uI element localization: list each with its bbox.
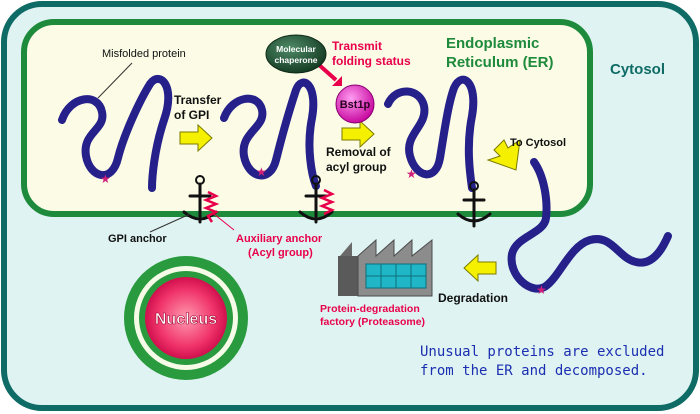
protein-chain-4 — [507, 158, 672, 293]
factory-label-line2: factory (Proteasome) — [320, 316, 425, 328]
arrow-removal — [341, 119, 375, 149]
molecular-chaperone — [265, 34, 327, 74]
bst1p-enzyme — [335, 84, 375, 124]
degradation-label: Degradation — [438, 291, 508, 305]
er-label-line1: Endoplasmic — [446, 35, 539, 52]
gpi-anchor-3 — [456, 181, 492, 228]
arrow-to-cytosol — [486, 138, 521, 171]
aux-anchor-pointer — [213, 213, 235, 231]
to-cytosol-label: To Cytosol — [510, 137, 566, 149]
transfer-label-line1: Transfer — [174, 93, 222, 107]
acyl-anchor-zigzag-1 — [202, 190, 220, 223]
er-compartment — [21, 19, 593, 217]
protein-tag-star-3: ★ — [406, 167, 417, 181]
gpi-anchor-pointer — [149, 213, 191, 233]
transmit-label-line2: folding status — [332, 54, 411, 68]
gpi-anchor-2 — [298, 175, 334, 224]
caption-line1: Unusual proteins are excluded — [420, 344, 664, 360]
nucleus-label: Nucleus — [155, 311, 217, 328]
protein-chain-2 — [220, 78, 320, 190]
arrow-transmit — [316, 62, 338, 82]
caption-line2: from the ER and decomposed. — [420, 363, 648, 379]
arrow-degradation — [463, 253, 497, 283]
transmit-label-line1: Transmit — [332, 39, 382, 53]
removal-label-line1: Removal of — [326, 145, 392, 159]
chaperone-label-line1: Molecular — [276, 44, 316, 54]
acyl-anchor-zigzag-2 — [318, 188, 336, 216]
protein-tag-star-4: ★ — [536, 283, 547, 297]
chaperone-label-line2: chaperone — [275, 55, 318, 65]
arrow-transmit-head — [332, 76, 342, 86]
cytosol-label: Cytosol — [610, 61, 665, 78]
misfolded-pointer — [97, 62, 133, 99]
aux-anchor-label-line1: Auxiliary anchor — [236, 233, 323, 245]
transfer-label-line2: of GPI — [174, 108, 209, 122]
protein-chain-1 — [58, 75, 173, 192]
protein-tag-star-1: ★ — [100, 172, 111, 186]
gpi-anchor-label: GPI anchor — [108, 233, 167, 245]
er-label-line2: Reticulum (ER) — [446, 54, 554, 71]
proteasome-factory — [338, 238, 433, 297]
factory-label-line1: Protein-degradation — [320, 303, 420, 315]
arrow-transfer — [179, 123, 213, 153]
nucleus-core — [145, 277, 227, 359]
removal-label-line2: acyl group — [326, 160, 387, 174]
protein-chain-3 — [384, 75, 478, 192]
aux-anchor-label-line2: (Acyl group) — [248, 247, 313, 259]
bst1p-label: Bst1p — [340, 99, 371, 111]
misfolded-protein-label: Misfolded protein — [102, 48, 186, 60]
protein-tag-star-2: ★ — [256, 165, 267, 179]
